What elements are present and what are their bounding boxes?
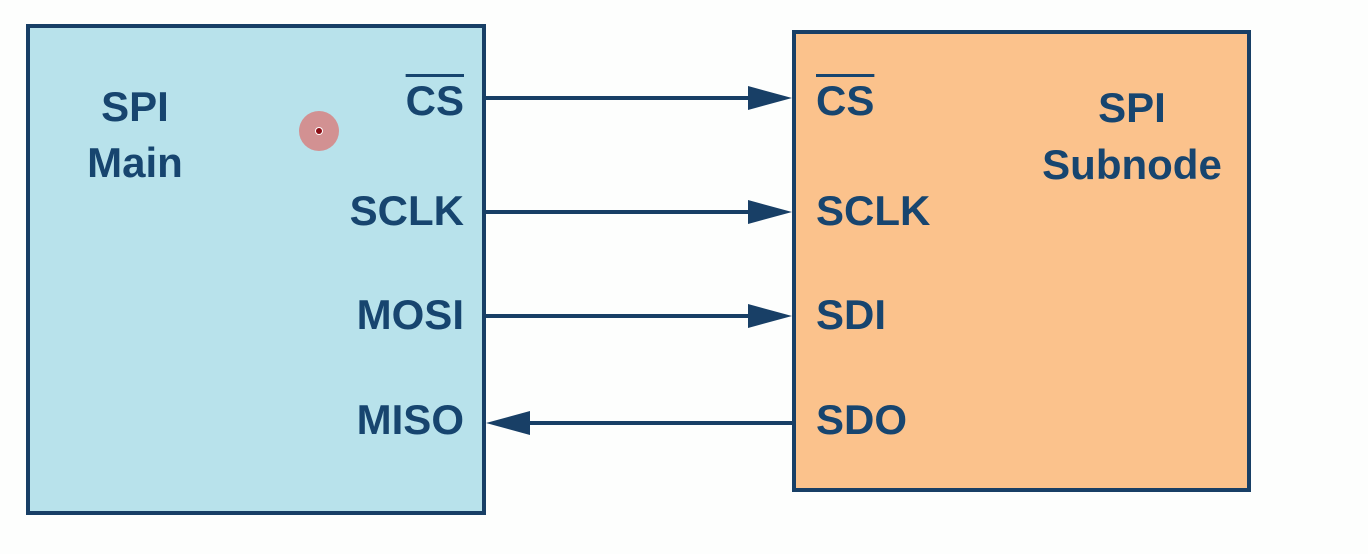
arrowhead-sclk <box>748 200 792 224</box>
main-pin-miso: MISO <box>356 396 464 443</box>
arrowhead-mosi-sdi <box>748 304 792 328</box>
spi-main-block <box>26 24 486 515</box>
main-pin-cs: CS <box>405 77 464 124</box>
sub-pin-sdi: SDI <box>816 291 887 338</box>
main-title-line2: Main <box>87 139 183 186</box>
main-title-line1: SPI <box>101 83 169 130</box>
sub-title-line1: SPI <box>1098 84 1166 131</box>
spi-subnode-block <box>792 30 1251 492</box>
sub-pin-sdo: SDO <box>816 396 908 443</box>
sub-pin-sclk: SCLK <box>816 187 931 234</box>
sub-pin-cs: CS <box>816 77 875 124</box>
arrowhead-cs <box>748 86 792 110</box>
main-pin-sclk: SCLK <box>349 187 464 234</box>
pointer-indicator <box>299 111 339 151</box>
arrowhead-sdo-miso <box>486 411 530 435</box>
sub-title-line2: Subnode <box>1042 141 1222 188</box>
main-pin-mosi: MOSI <box>356 291 464 338</box>
